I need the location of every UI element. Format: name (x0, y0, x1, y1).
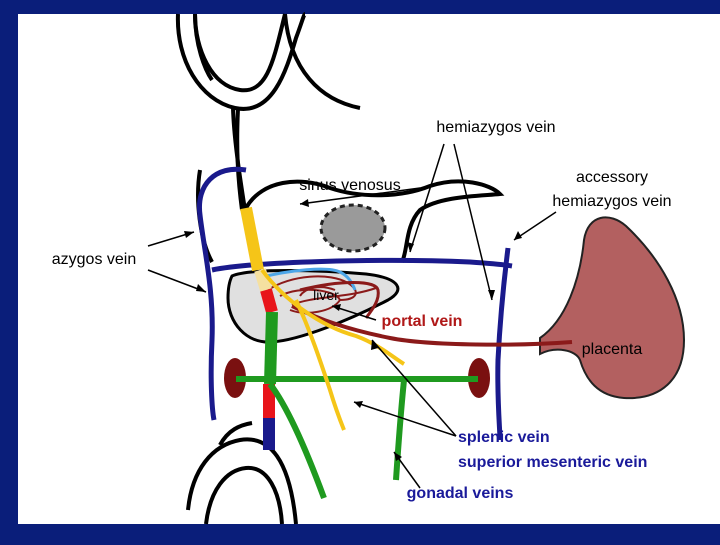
right-kidney-oval (468, 358, 490, 398)
green-vein-branches (236, 376, 478, 500)
left-kidney-oval (224, 358, 246, 398)
ivc-red-upper-segment (260, 288, 278, 314)
label-placenta: placenta (582, 341, 643, 358)
portal-loop-line (299, 281, 380, 319)
ivc-green-segment (264, 311, 278, 385)
label-liver: liver (313, 287, 339, 303)
umbilical-vein-line (291, 304, 573, 347)
sinus-venosus-outline (244, 179, 505, 263)
label-superior-mesenteric-vein: superior mesenteric vein (458, 454, 647, 471)
label-sinus-venosus: sinus venosus (299, 177, 400, 194)
embryo-outline (175, 12, 361, 525)
arrow-heads (184, 199, 522, 461)
label-gonadal-veins: gonadal veins (407, 485, 514, 502)
ivc-yellow-segment (240, 206, 264, 272)
ivc-light-segment (254, 268, 272, 292)
label-portal-vein: portal vein (382, 313, 463, 330)
blue-vein-system (196, 166, 513, 441)
label-hemiazygos-vein: hemiazygos vein (436, 119, 555, 136)
label-accessory-line1: accessory (576, 169, 648, 186)
label-azygos-vein: azygos vein (52, 251, 137, 268)
yellow-vein-branches (260, 268, 406, 431)
heart-shape (319, 203, 387, 253)
label-accessory-line2: hemiazygos vein (552, 193, 671, 210)
label-splenic-vein: splenic vein (458, 429, 550, 446)
placenta-shape (539, 216, 686, 400)
